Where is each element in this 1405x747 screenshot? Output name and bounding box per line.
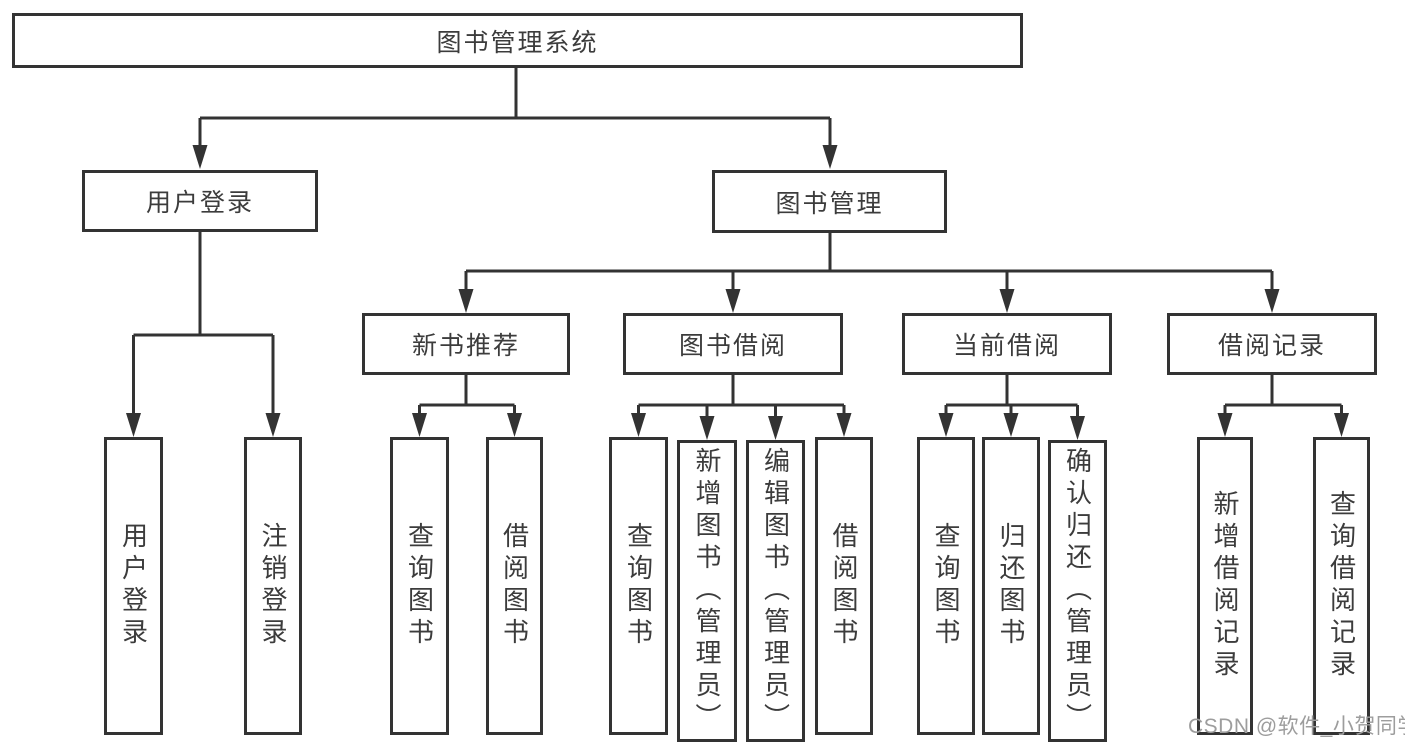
leaf-query-books-recommend: 查询图书 [390, 437, 449, 735]
node-user-login: 用户登录 [82, 170, 318, 232]
node-new-book-recommendation: 新书推荐 [362, 313, 570, 375]
node-current-borrowing: 当前借阅 [902, 313, 1112, 375]
node-label: 借阅图书 [499, 522, 530, 650]
node-label: 确认归还（管理员） [1062, 447, 1093, 735]
node-label: 图书借阅 [678, 332, 787, 360]
node-label: 新增借阅记录 [1210, 490, 1240, 682]
node-label: 查询借阅记录 [1326, 490, 1357, 682]
node-label: 查询图书 [404, 522, 435, 650]
node-label: 借阅图书 [829, 522, 859, 650]
node-borrowing-records: 借阅记录 [1167, 313, 1377, 375]
csdn-watermark: CSDN @软件_小贺同学 [1188, 715, 1405, 738]
node-label: 图书管理 [775, 189, 884, 218]
node-label: 新书推荐 [411, 332, 520, 360]
node-label: 图书管理系统 [436, 28, 599, 57]
node-label: 编辑图书（管理员） [760, 447, 791, 735]
node-label: 归还图书 [996, 522, 1026, 650]
node-library-management-system: 图书管理系统 [12, 13, 1023, 68]
leaf-confirm-return-admin: 确认归还（管理员） [1048, 440, 1107, 742]
leaf-add-borrow-record: 新增借阅记录 [1197, 437, 1253, 735]
leaf-return-books: 归还图书 [982, 437, 1040, 735]
node-label: 用户登录 [145, 189, 254, 217]
node-label: 查询图书 [623, 522, 654, 650]
leaf-borrow-books-borrowing: 借阅图书 [815, 437, 873, 735]
node-label: 注销登录 [258, 522, 288, 650]
leaf-query-books-borrowing: 查询图书 [609, 437, 668, 735]
node-label: 查询图书 [931, 522, 961, 650]
arrowheads [126, 145, 1349, 440]
node-label: 借阅记录 [1217, 332, 1326, 360]
node-label: 用户登录 [118, 522, 149, 650]
node-label: 当前借阅 [952, 332, 1061, 360]
node-book-borrowing: 图书借阅 [623, 313, 843, 375]
leaf-query-books-current: 查询图书 [917, 437, 975, 735]
leaf-edit-books-admin: 编辑图书（管理员） [746, 440, 805, 742]
leaf-user-login: 用户登录 [104, 437, 163, 735]
leaf-borrow-books-recommend: 借阅图书 [486, 437, 543, 735]
leaf-add-books-admin: 新增图书（管理员） [677, 440, 737, 742]
leaf-logout: 注销登录 [244, 437, 302, 735]
node-book-management: 图书管理 [712, 170, 947, 233]
node-label: 新增图书（管理员） [692, 447, 722, 735]
leaf-query-borrow-record: 查询借阅记录 [1313, 437, 1370, 735]
